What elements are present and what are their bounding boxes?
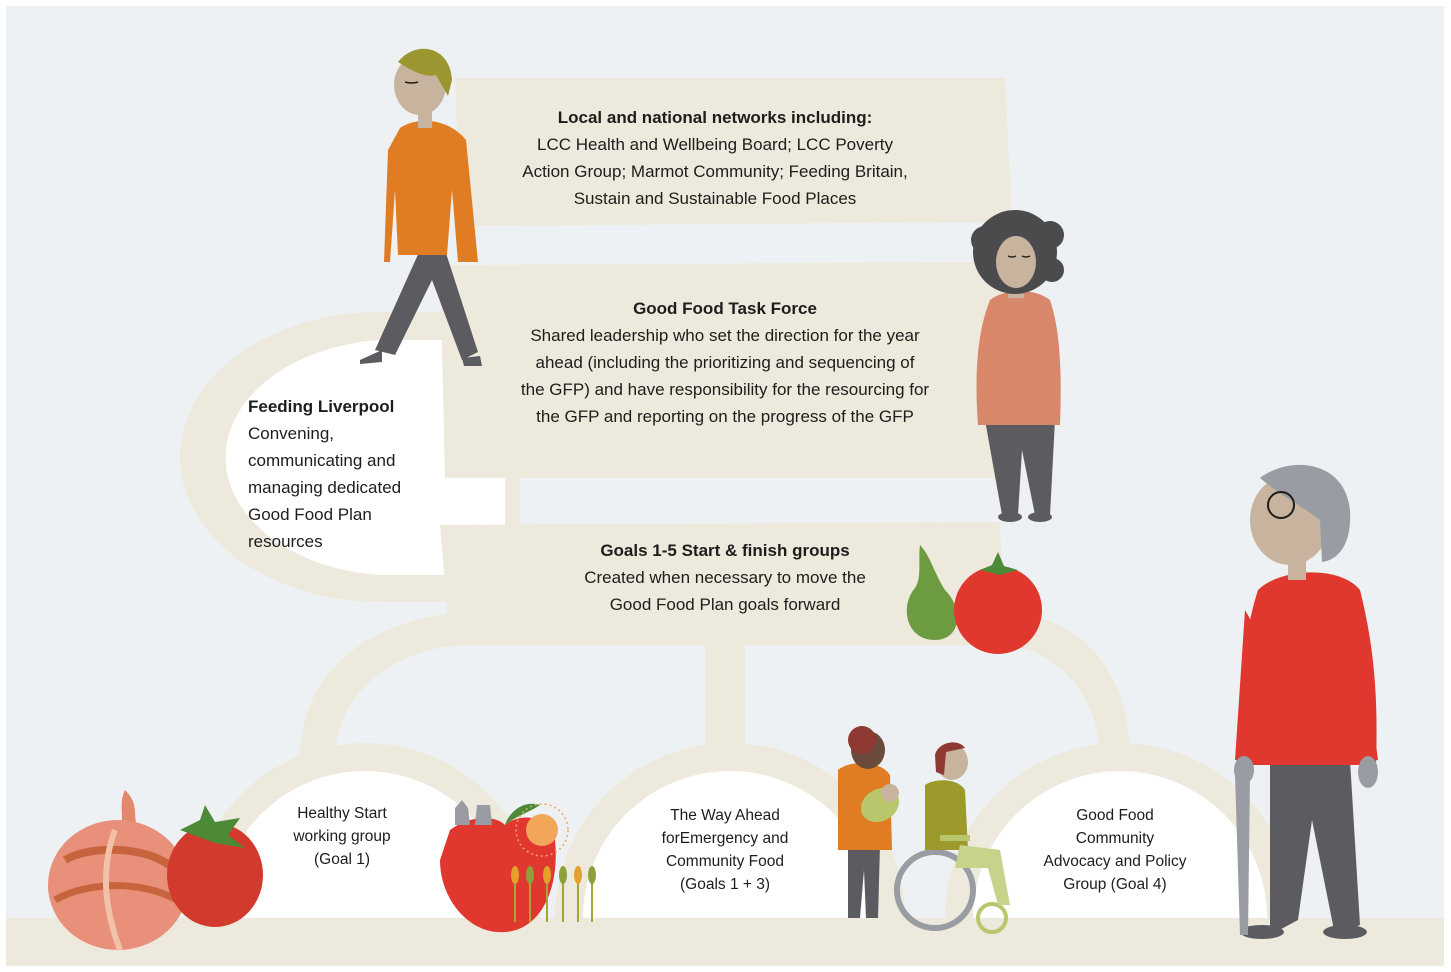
- liverpool-skyline-illustration: [455, 800, 569, 857]
- task-force-box: Good Food Task Force Shared leadership w…: [460, 295, 990, 430]
- tomato-illustration: [167, 805, 263, 927]
- group-inner-3: [973, 771, 1267, 918]
- wheelchair-user-illustration: [894, 742, 1010, 934]
- group-inner-2: [583, 771, 877, 918]
- walking-person-illustration: [360, 48, 482, 366]
- networks-title: Local and national networks including:: [557, 108, 873, 127]
- group-way-ahead: The Way Ahead forEmergency and Community…: [661, 807, 789, 893]
- group-advocacy-policy: Good Food Community Advocacy and Policy …: [1043, 807, 1187, 893]
- tomato-illustration-2: [954, 552, 1042, 654]
- pear-illustration: [906, 545, 958, 640]
- goals-title: Goals 1-5 Start & finish groups: [600, 541, 850, 560]
- goals-panel: [440, 522, 1005, 644]
- feeding-liverpool-title: Feeding Liverpool: [248, 397, 395, 416]
- goals-box: Goals 1-5 Start & finish groups Created …: [500, 537, 950, 618]
- curly-hair-woman-illustration: [971, 210, 1064, 522]
- apple-illustration: [440, 803, 556, 933]
- parent-with-baby-illustration: [838, 726, 900, 918]
- ground: [6, 918, 1444, 966]
- wheat-illustration: [511, 866, 596, 922]
- feeding-liverpool-box: Feeding Liverpool Convening, communicati…: [248, 393, 448, 555]
- feeding-liverpool-body: Convening, communicating and managing de…: [248, 424, 402, 551]
- group-inner-1: [218, 771, 512, 918]
- older-man-with-cane-illustration: [1234, 464, 1378, 939]
- task-force-panel: [440, 262, 1012, 478]
- feeding-liverpool-inner: [225, 340, 505, 575]
- group-healthy-start: Healthy Start working group (Goal 1): [293, 805, 391, 868]
- networks-panel: [455, 78, 1012, 226]
- connector-arches: [300, 612, 1130, 760]
- goals-body: Created when necessary to move the Good …: [584, 568, 866, 614]
- networks-body: LCC Health and Wellbeing Board; LCC Pove…: [522, 135, 908, 208]
- task-force-body: Shared leadership who set the direction …: [520, 326, 930, 426]
- task-force-title: Good Food Task Force: [633, 299, 817, 318]
- networks-box: Local and national networks including: L…: [470, 104, 960, 212]
